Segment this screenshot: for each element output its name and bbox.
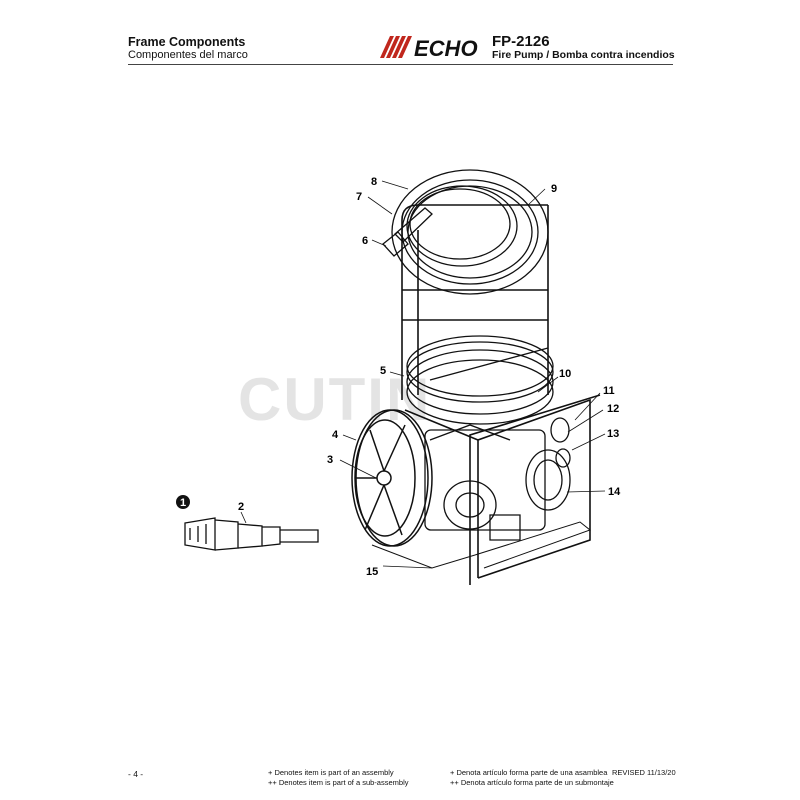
header-rule (128, 64, 673, 65)
callout-7: 7 (356, 191, 362, 203)
nozzle-assembly (184, 517, 319, 551)
callout-8: 8 (371, 176, 377, 188)
callout-5: 5 (380, 365, 386, 377)
callout-11: 11 (603, 385, 615, 397)
callout-10: 10 (559, 368, 571, 380)
callout-3: 3 (327, 454, 333, 466)
footer-note-en-2: ++ Denotes item is part of a sub-assembl… (268, 778, 409, 787)
callout-12: 12 (607, 403, 619, 415)
section-subtitle: Componentes del marco (128, 49, 248, 61)
callout-4: 4 (332, 429, 339, 441)
echo-logo: ECHO (380, 36, 478, 60)
callout-1-marker (176, 495, 190, 509)
footer-notes-es: + Denota artículo forma parte de una asa… (450, 768, 614, 788)
exploded-parts-diagram: CUTIN (176, 169, 621, 585)
watermark: CUTIN (238, 366, 431, 433)
base-skid (371, 521, 592, 569)
callout-14: 14 (608, 486, 621, 498)
wheel (351, 409, 433, 547)
footer-note-en-1: + Denotes item is part of an assembly (268, 768, 394, 777)
hose-reel-top (406, 335, 554, 425)
callout-2: 2 (238, 501, 244, 513)
callout-labels: 1 2 3 4 5 6 7 8 9 10 11 12 13 14 15 (176, 176, 621, 578)
engine-pump (424, 417, 571, 541)
footer-note-es-2: ++ Denota artículo forma parte de un sub… (450, 778, 614, 787)
callout-1: 1 (180, 497, 186, 509)
callout-13: 13 (607, 428, 619, 440)
callout-6: 6 (362, 235, 368, 247)
model-description: Fire Pump / Bomba contra incendios (492, 49, 675, 61)
brand-wordmark: ECHO (414, 36, 478, 60)
leader-lines (240, 180, 606, 569)
revision-date: REVISED 11/13/20 (612, 768, 676, 777)
footer-notes-en: + Denotes item is part of an assembly ++… (268, 768, 408, 788)
callout-15: 15 (366, 566, 378, 578)
callout-9: 9 (551, 183, 557, 195)
section-title: Frame Components (128, 35, 246, 49)
page-number: - 4 - (128, 769, 144, 779)
model-number: FP-2126 (492, 33, 550, 50)
footer-note-es-1: + Denota artículo forma parte de una asa… (450, 768, 608, 777)
frame (401, 204, 601, 585)
